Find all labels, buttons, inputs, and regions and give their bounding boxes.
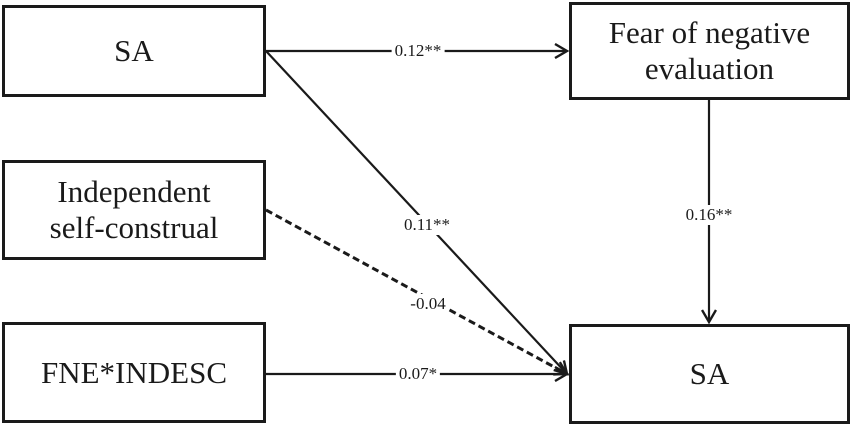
node-sa-outcome-label: SA bbox=[689, 356, 730, 391]
arrow-indep-to-sa bbox=[265, 208, 567, 374]
node-sa-predictor: SA bbox=[2, 5, 266, 97]
node-fear-of-negative-evaluation: Fear of negative evaluation bbox=[569, 2, 850, 100]
coef-sa-to-fne: 0.12** bbox=[391, 41, 445, 61]
node-interaction-term-label: FNE*INDESC bbox=[40, 354, 227, 390]
node-sa-outcome: SA bbox=[569, 324, 850, 424]
coef-interaction-to-sa: 0.07* bbox=[395, 364, 441, 384]
coef-sa-to-sa: 0.11** bbox=[400, 215, 454, 235]
node-independent-self-construal-label: Independent self-construal bbox=[49, 174, 219, 245]
node-interaction-term: FNE*INDESC bbox=[2, 322, 266, 423]
coef-indep-to-sa: -0.04 bbox=[407, 294, 449, 314]
node-fear-of-negative-evaluation-label: Fear of negative evaluation bbox=[608, 15, 811, 86]
arrow-sa-to-sa bbox=[265, 50, 567, 374]
node-independent-self-construal: Independent self-construal bbox=[2, 160, 266, 260]
node-sa-predictor-label: SA bbox=[114, 33, 154, 68]
coef-fne-to-sa: 0.16** bbox=[682, 205, 736, 225]
